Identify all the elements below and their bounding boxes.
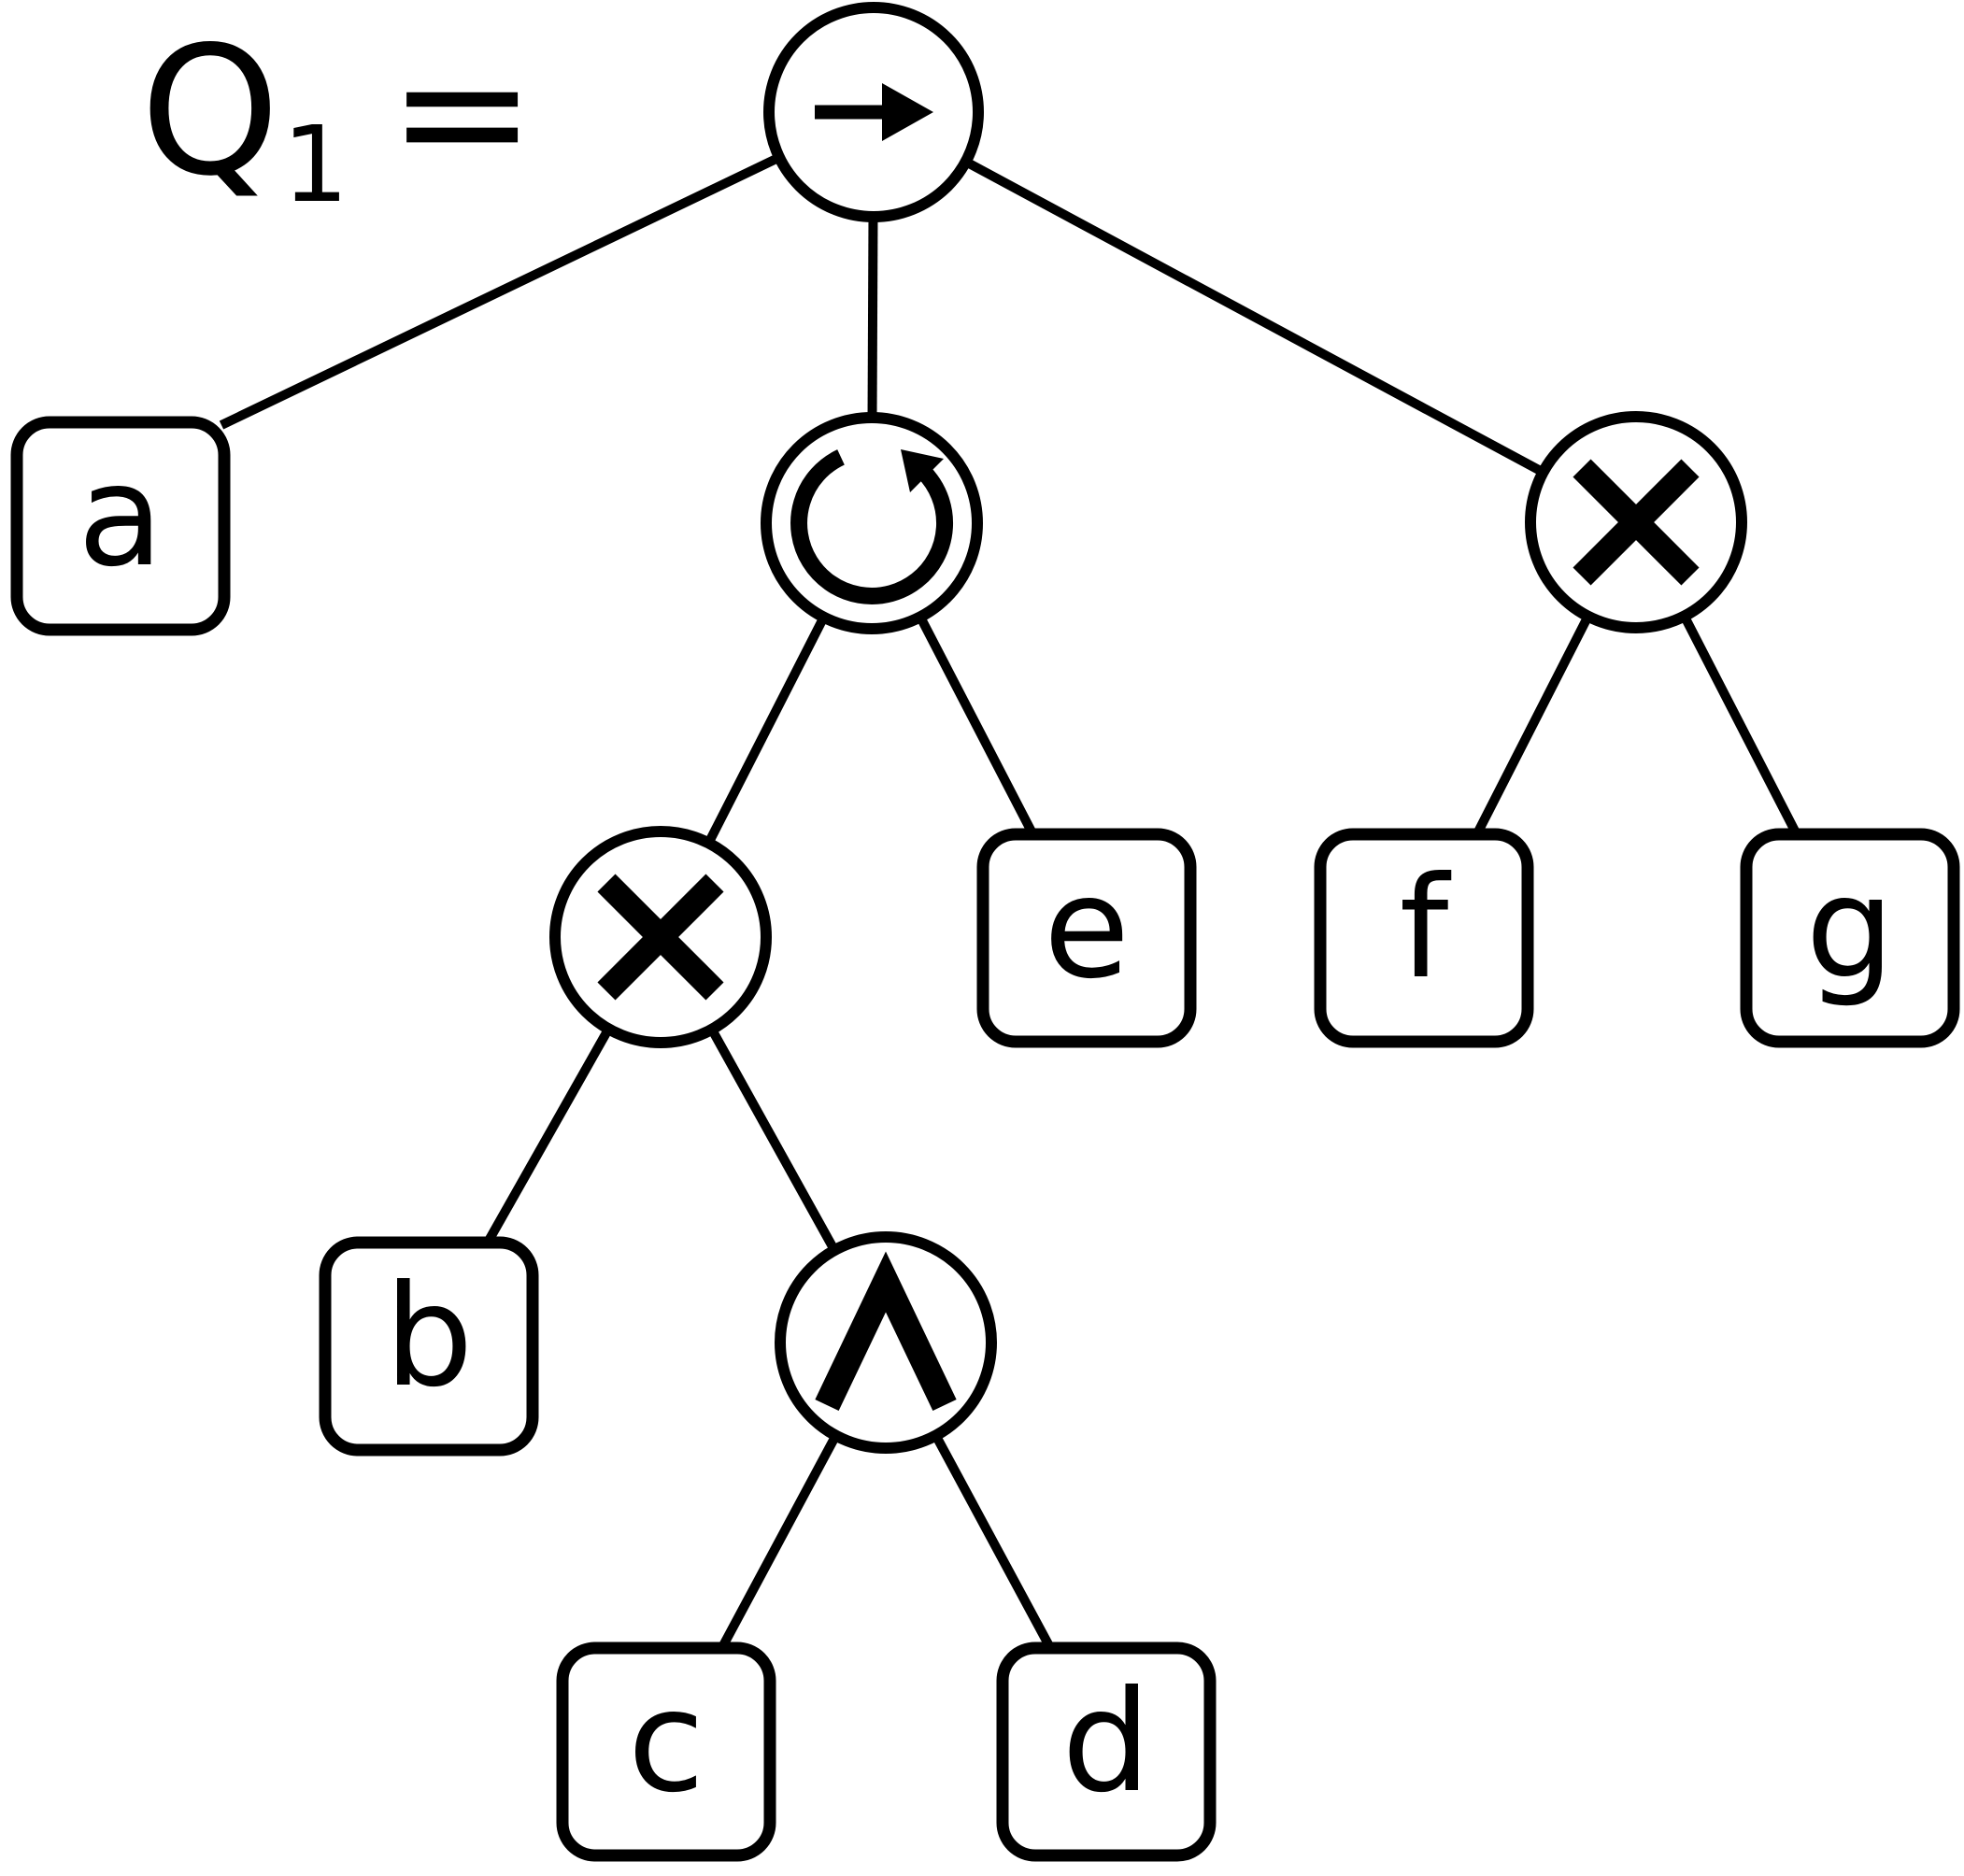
leaf-box-d (996, 1642, 1217, 1862)
leaf-label-c: c (628, 1661, 704, 1824)
figure-label-base: Q (140, 8, 280, 215)
leaf-label-e: e (1044, 847, 1130, 1010)
leaf-box-e (976, 828, 1197, 1048)
leaf-label-b: b (384, 1256, 473, 1418)
operator-node-product-inner (549, 826, 772, 1048)
wedge-icon (815, 1251, 957, 1412)
leaf-label-g: g (1805, 847, 1894, 1010)
operator-node-conjunction (775, 1231, 997, 1454)
cross-icon (597, 874, 724, 1001)
cross-icon (1573, 459, 1700, 586)
operator-node-iteration (761, 412, 983, 634)
edge-root-product-right (871, 107, 1639, 527)
right-arrow-icon (815, 83, 933, 141)
leaf-label-f: f (1400, 847, 1452, 1010)
leaf-node-a: a (10, 416, 231, 636)
leaf-node-f: f (1314, 828, 1534, 1048)
figure-label-equals: = (388, 8, 536, 215)
leaf-box-c (556, 1642, 776, 1862)
figure-label: Q 1 = (140, 8, 536, 226)
leaf-box-f (1314, 828, 1534, 1048)
operator-node-product-right (1525, 411, 1747, 633)
leaf-node-e: e (976, 828, 1197, 1048)
leaf-box-g (1740, 828, 1960, 1048)
leaf-node-d: d (996, 1642, 1217, 1862)
leaf-label-d: d (1061, 1661, 1150, 1824)
leaf-node-g: g (1740, 828, 1960, 1048)
leaf-label-a: a (78, 435, 164, 598)
operator-node-root (763, 2, 984, 222)
edge-root-a (219, 107, 876, 430)
leaf-box-b (319, 1236, 539, 1457)
figure-label-subscript: 1 (282, 105, 349, 226)
circular-arrow-icon (790, 449, 953, 604)
leaf-box-a (10, 416, 231, 636)
leaf-node-b: b (319, 1236, 539, 1457)
leaf-node-c: c (556, 1642, 776, 1862)
